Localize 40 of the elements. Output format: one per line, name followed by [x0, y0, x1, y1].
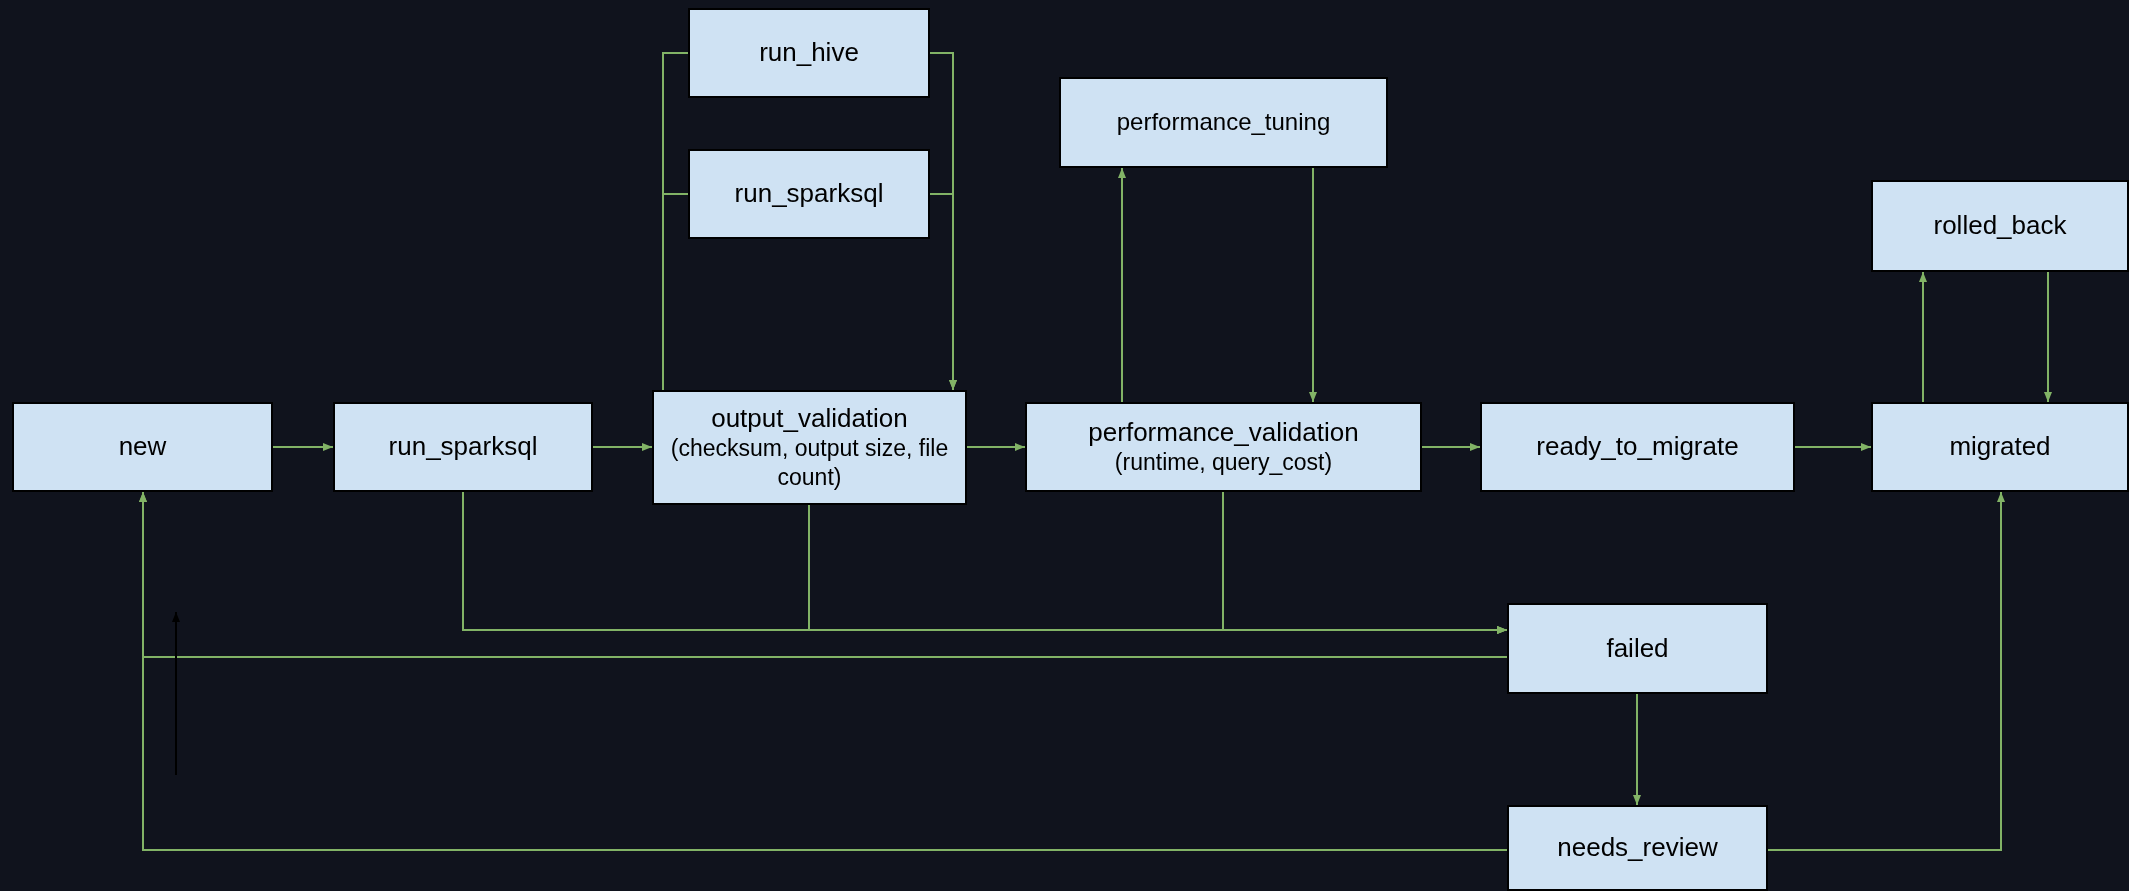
state-label: migrated [1949, 431, 2051, 463]
arrow [592, 443, 653, 451]
arrow [966, 443, 1026, 451]
arrow [1118, 167, 1126, 403]
state-note: (runtime, query_cost) [1114, 448, 1333, 477]
arrow [1633, 693, 1641, 806]
state-box [1871, 180, 2129, 272]
arrow [139, 491, 1508, 851]
state-box [1507, 603, 1768, 694]
state-box [12, 402, 273, 492]
arrow [1309, 167, 1317, 403]
state-label: rolled_back [1933, 210, 2067, 242]
arrow [929, 193, 957, 391]
state-box [688, 149, 930, 239]
state-box [1059, 77, 1388, 168]
arrow [1794, 443, 1872, 451]
arrow [1919, 271, 1927, 403]
arrow [2044, 271, 2052, 403]
arrow [1767, 491, 2005, 851]
state-box [688, 8, 930, 98]
state-label: run_sparksql [734, 178, 884, 210]
state-label: ready_to_migrate [1536, 431, 1739, 463]
state-note: (checksum, output size, file count) [669, 434, 950, 492]
state-label: output_validation [711, 403, 908, 435]
state-box [652, 390, 967, 505]
state-label: run_hive [759, 37, 859, 69]
arrow [272, 443, 334, 451]
state-label: performance_validation [1088, 417, 1359, 449]
arrow [1222, 491, 1508, 634]
state-label: failed [1606, 632, 1669, 665]
state-box [333, 402, 593, 492]
state-box [1507, 805, 1768, 891]
state-label: new [118, 431, 167, 463]
state-label: performance_tuning [1116, 108, 1331, 137]
arrow [1421, 443, 1481, 451]
state-box [1025, 402, 1422, 492]
state-box [1480, 402, 1795, 492]
state-label: needs_review [1557, 832, 1718, 864]
state-box [1871, 402, 2129, 492]
state-label: run_sparksql [388, 431, 538, 463]
